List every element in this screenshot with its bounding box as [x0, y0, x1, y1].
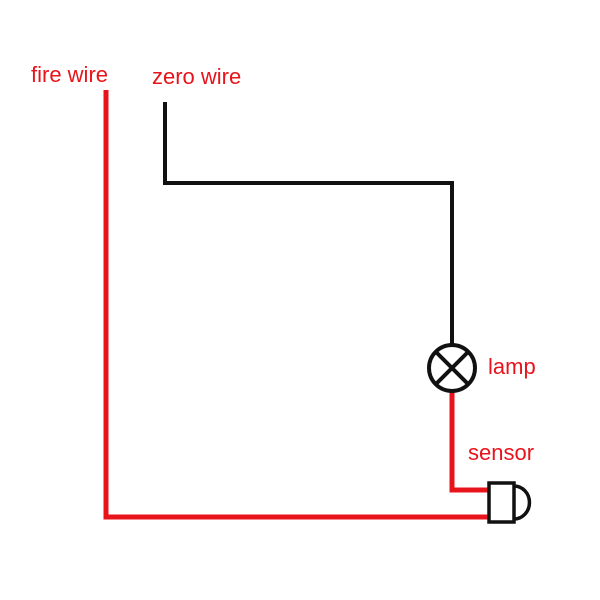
zero-wire-label: zero wire — [152, 64, 241, 89]
fire-wire-line — [103, 90, 489, 520]
lamp-label: lamp — [488, 354, 536, 379]
sensor-label: sensor — [468, 440, 534, 465]
fire-wire-label: fire wire — [31, 62, 108, 87]
lamp-icon — [427, 343, 477, 393]
zero-wire-line — [163, 102, 454, 344]
sensor-icon — [487, 481, 532, 524]
lamp-to-sensor-wire — [449, 392, 489, 493]
